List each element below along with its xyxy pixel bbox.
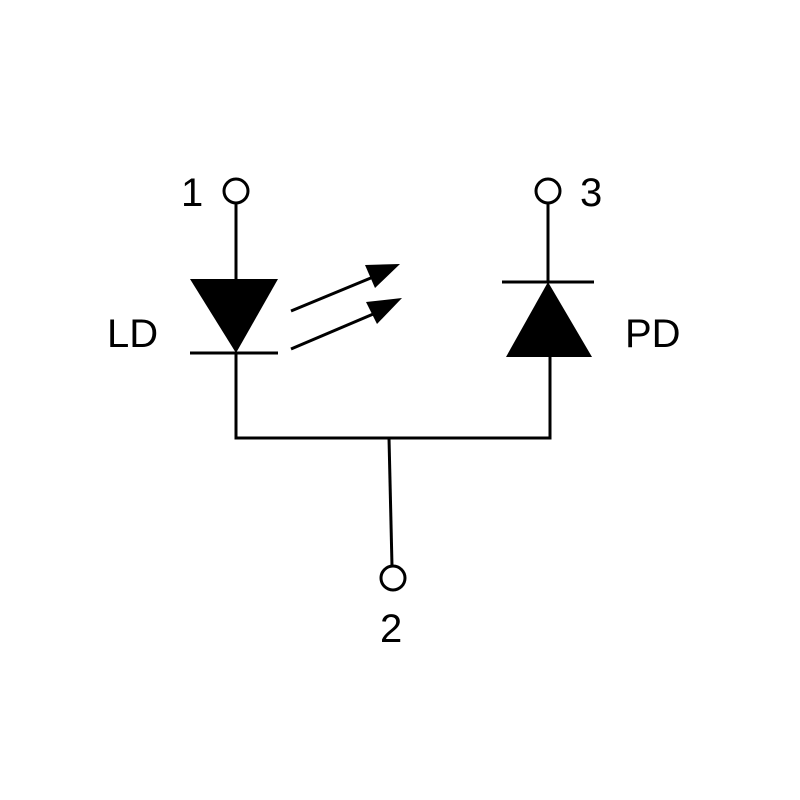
pin-1-terminal (222, 177, 250, 205)
pin-2-terminal (379, 564, 407, 592)
wire-common-pin2 (387, 437, 394, 567)
arrowhead-2 (366, 298, 402, 324)
ld-label: LD (107, 312, 158, 356)
pin-3-label: 3 (580, 171, 602, 215)
pd-triangle (506, 282, 592, 357)
pin-2-label: 2 (380, 607, 402, 651)
arrowhead-1 (365, 264, 400, 288)
light-ray-2 (290, 310, 379, 351)
light-ray-1 (290, 273, 379, 313)
pd-label: PD (625, 312, 681, 356)
pin-3-terminal (534, 177, 562, 205)
ld-triangle (190, 279, 278, 353)
wire-ld-common (234, 353, 552, 440)
pin-1-label: 1 (181, 171, 203, 215)
